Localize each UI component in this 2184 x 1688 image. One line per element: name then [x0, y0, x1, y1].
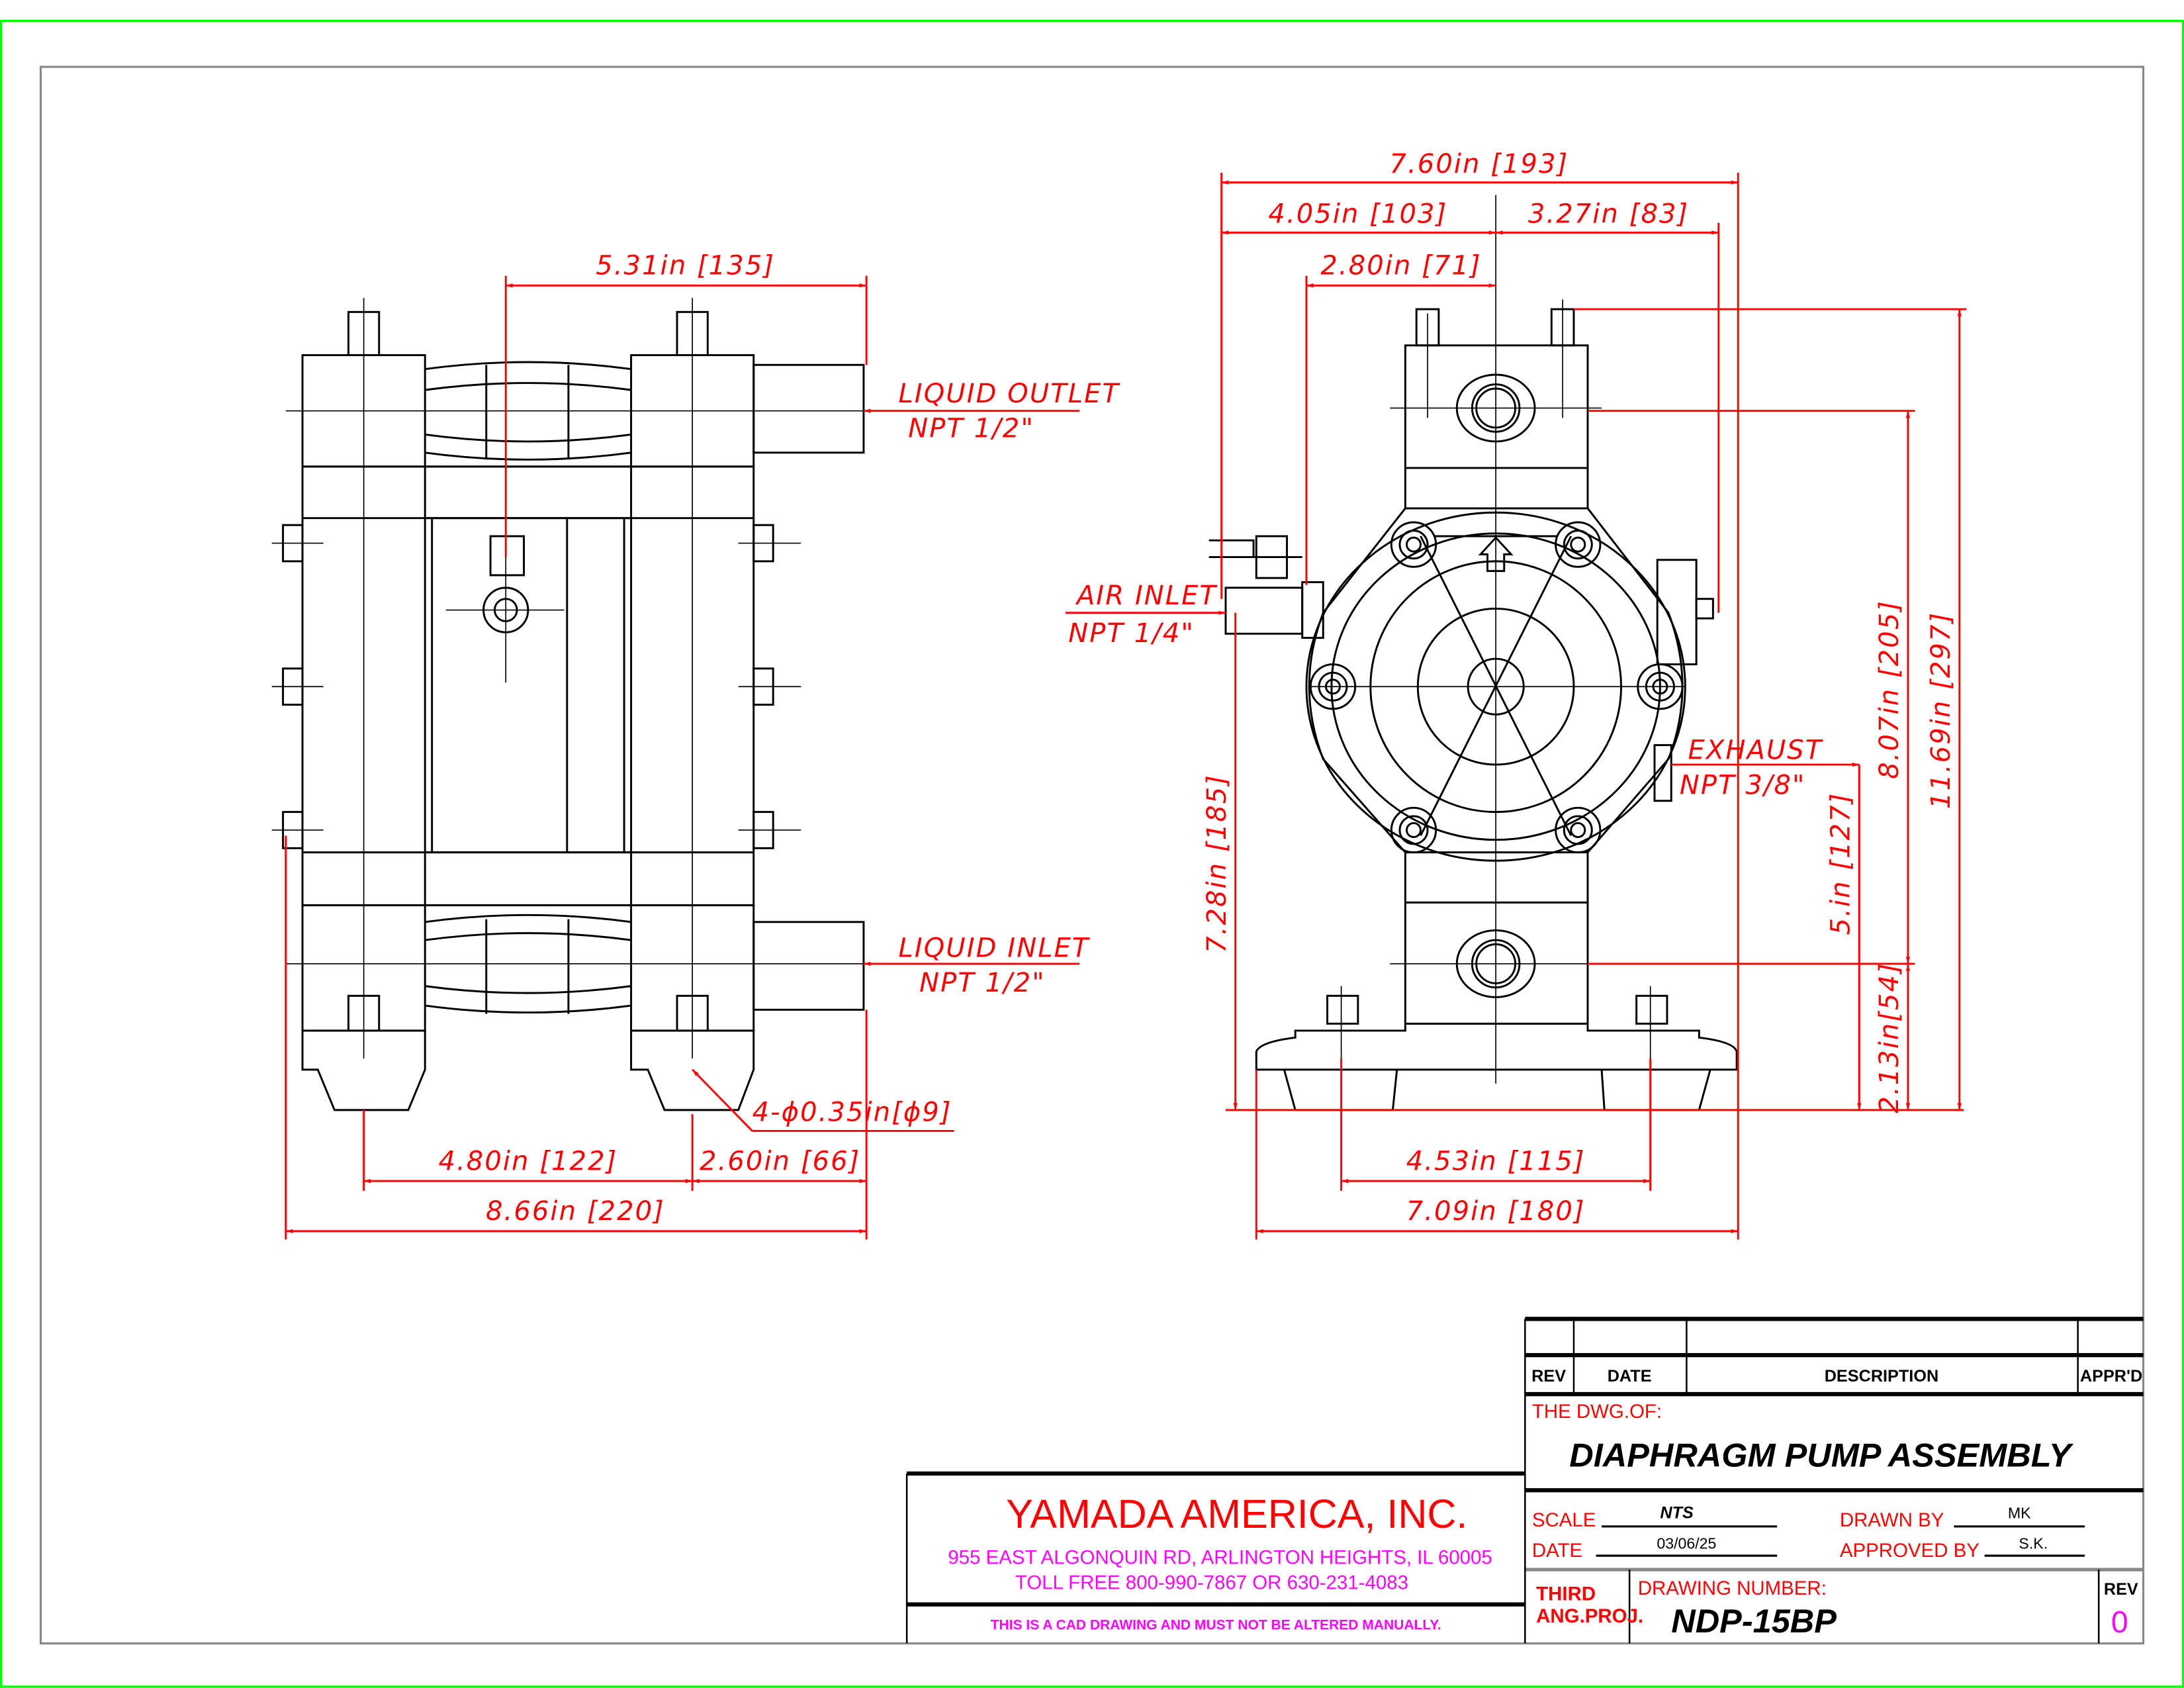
label-liquid-inlet: LIQUID INLET	[899, 933, 1091, 963]
drawn-by-value: MK	[2008, 1504, 2031, 1521]
apprd-column-header: APPR'D	[2080, 1367, 2142, 1385]
label-mounting-holes: 4-ϕ0.35in[ϕ9]	[752, 1098, 952, 1128]
drawing-number: NDP-15BP	[1671, 1602, 1837, 1640]
side-view-pump	[271, 298, 865, 1111]
company-phone: TOLL FREE 800-990-7867 OR 630-231-4083	[1015, 1572, 1408, 1594]
label-inlet-npt: NPT 1/2"	[919, 968, 1046, 998]
scale-value: NTS	[1660, 1503, 1694, 1522]
label-exhaust-npt: NPT 3/8"	[1680, 770, 1806, 800]
company-name: YAMADA AMERICA, INC.	[1006, 1491, 1467, 1536]
dim-outlet-height: 8.07in [205]	[1874, 600, 1905, 779]
label-outlet-npt: NPT 1/2"	[908, 414, 1034, 444]
dim-front-left: 4.05in [103]	[1268, 199, 1447, 230]
label-exhaust: EXHAUST	[1688, 735, 1823, 766]
dim-base-width: 7.09in [180]	[1406, 1196, 1586, 1227]
dim-side-bottom-right: 2.60in [66]	[700, 1146, 860, 1176]
sheet-border	[0, 19, 2184, 1688]
dim-overall-height: 11.69in [297]	[1926, 612, 1956, 809]
projection-label-2: ANG.PROJ.	[1536, 1605, 1643, 1627]
dim-inlet-height: 2.13in[54]	[1874, 962, 1905, 1113]
date-label: DATE	[1532, 1540, 1582, 1562]
description-column-header: DESCRIPTION	[1825, 1367, 1938, 1385]
dim-front-overall-width: 7.60in [193]	[1389, 149, 1569, 179]
date-value: 03/06/25	[1657, 1535, 1716, 1552]
drawn-by-label: DRAWN BY	[1840, 1509, 1944, 1531]
rev-value: 0	[2111, 1605, 2128, 1639]
dim-air-inlet-offset: 2.80in [71]	[1320, 250, 1481, 281]
scale-label: SCALE	[1532, 1509, 1596, 1531]
dwg-of-label: THE DWG.OF:	[1532, 1401, 1662, 1423]
revision-title-block: REV DATE DESCRIPTION APPR'D THE DWG.OF: …	[1524, 1317, 2144, 1644]
rev-column-header: REV	[1531, 1367, 1566, 1385]
front-view-pump	[1208, 195, 1738, 1111]
dim-front-right: 3.27in [83]	[1528, 199, 1689, 230]
cad-notice: THIS IS A CAD DRAWING AND MUST NOT BE AL…	[991, 1618, 1441, 1633]
drawing-title: DIAPHRAGM PUMP ASSEMBLY	[1569, 1436, 2074, 1474]
approved-by-label: APPROVED BY	[1840, 1540, 1979, 1562]
dim-air-inlet-height: 7.28in [185]	[1202, 774, 1232, 953]
label-air-inlet: AIR INLET	[1075, 581, 1218, 611]
dim-side-top: 5.31in [135]	[596, 250, 775, 281]
company-block: YAMADA AMERICA, INC. 955 EAST ALGONQUIN …	[905, 1471, 1525, 1644]
approved-by-value: S.K.	[2019, 1535, 2048, 1552]
label-liquid-outlet: LIQUID OUTLET	[899, 379, 1121, 409]
side-view-dimensions: 5.31in [135] LIQUID OUTLET NPT 1/2" LIQU…	[285, 250, 1121, 1240]
front-view-dimensions: 7.60in [193] 4.05in [103] 3.27in [83] 2.…	[1066, 149, 1967, 1240]
dim-side-bottom-left: 4.80in [122]	[438, 1146, 617, 1176]
dim-feet-spacing: 4.53in [115]	[1406, 1146, 1586, 1176]
drawing-number-label: DRAWING NUMBER:	[1638, 1577, 1827, 1599]
company-address: 955 EAST ALGONQUIN RD, ARLINGTON HEIGHTS…	[948, 1547, 1492, 1569]
label-air-npt: NPT 1/4"	[1068, 618, 1195, 649]
front-bolts	[1309, 521, 1684, 854]
drawing-frame	[39, 66, 2145, 1645]
projection-label-1: THIRD	[1536, 1583, 1596, 1605]
date-column-header: DATE	[1608, 1367, 1652, 1385]
rev-label: REV	[2104, 1580, 2138, 1599]
dim-side-overall: 8.66in [220]	[486, 1196, 665, 1227]
dim-exhaust-height: 5.in [127]	[1826, 792, 1856, 935]
